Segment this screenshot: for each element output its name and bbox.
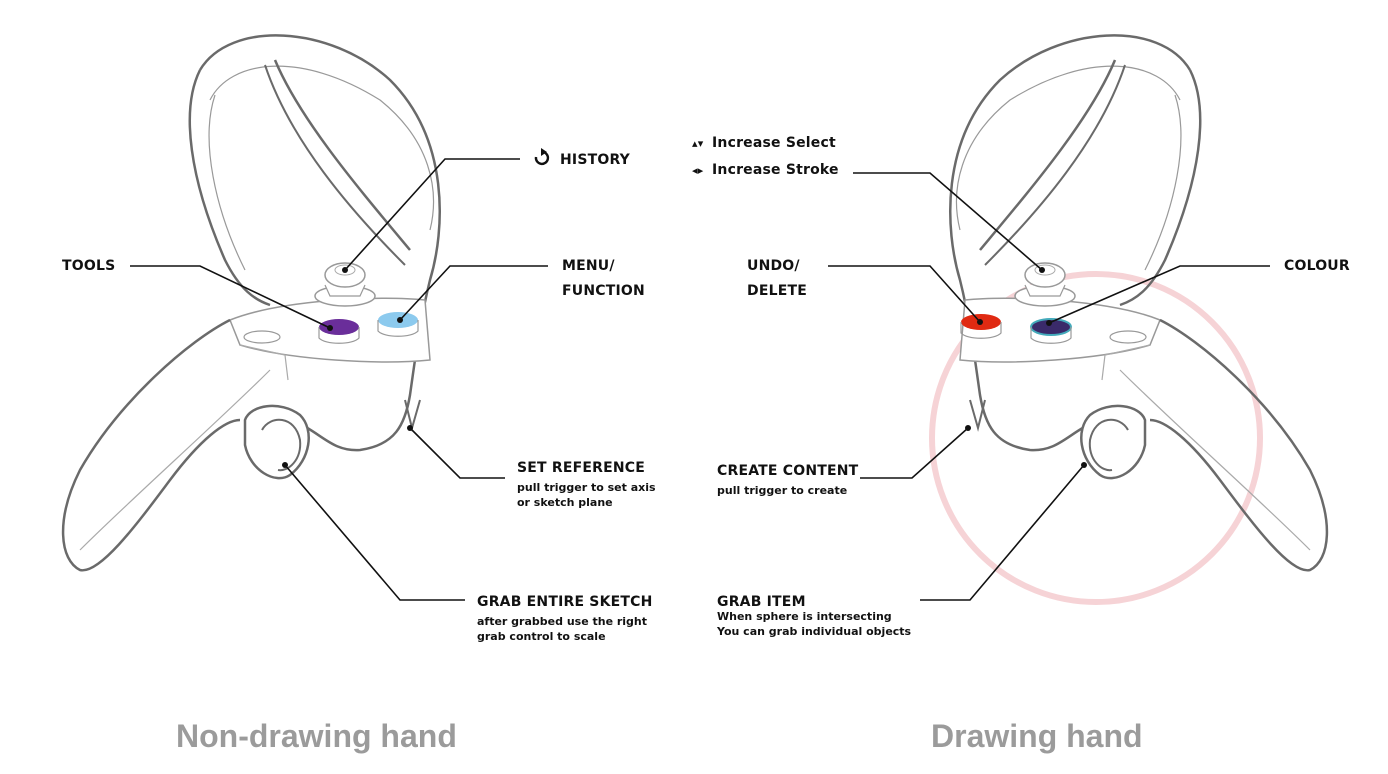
set-reference-label: SET REFERENCE	[517, 460, 646, 476]
increase-select-label: ▴▾Increase Select	[692, 131, 836, 156]
left-right-arrows-icon: ◂▸	[692, 164, 704, 177]
grab-sketch-desc: after grabbed use the right grab control…	[477, 615, 648, 643]
right-controller	[948, 34, 1329, 572]
create-content-desc: pull trigger to create	[717, 484, 848, 497]
tools-button	[319, 319, 359, 335]
history-icon	[534, 148, 550, 166]
increase-stroke-label: ◂▸Increase Stroke	[692, 158, 839, 183]
selection-sphere	[929, 271, 1263, 605]
leader-lines	[130, 158, 1270, 601]
grab-item-label: GRAB ITEM	[717, 594, 806, 610]
undo-label: UNDO/ DELETE	[747, 258, 807, 299]
drawing-hand-caption: Drawing hand	[931, 718, 1143, 754]
grab-sketch-label: GRAB ENTIRE SKETCH	[477, 594, 653, 610]
menu-label: MENU/ FUNCTION	[562, 258, 645, 299]
up-down-arrows-icon: ▴▾	[692, 137, 704, 150]
left-controller	[61, 34, 442, 572]
create-content-label: CREATE CONTENT	[717, 463, 859, 479]
non-drawing-hand-caption: Non-drawing hand	[176, 718, 457, 754]
history-label: HISTORY	[560, 152, 631, 168]
colour-label: COLOUR	[1284, 258, 1350, 274]
set-reference-desc: pull trigger to set axis or sketch plane	[517, 481, 656, 509]
tools-label: TOOLS	[62, 258, 116, 274]
grab-item-desc: When sphere is intersecting You can grab…	[717, 610, 912, 638]
